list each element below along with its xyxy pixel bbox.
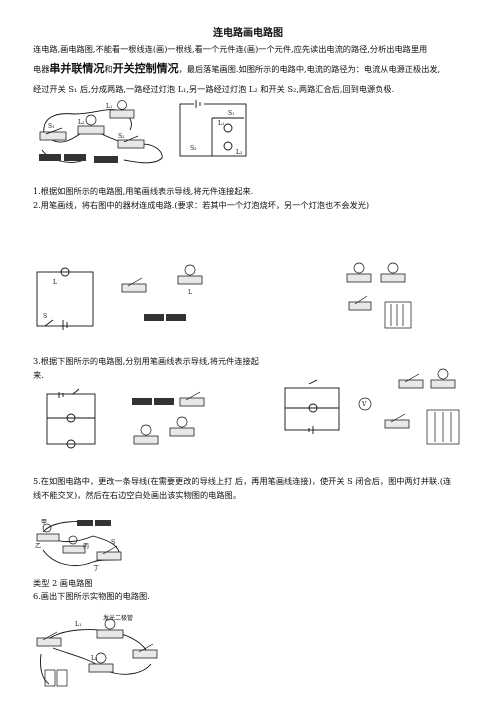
label-l1: L₁ [106,103,112,110]
physical-circuit-figure-1: S₁ L₂ L₁ S₂ [39,100,163,164]
intro-text: 和 [104,64,113,74]
question-1: 1.根据如图所示的电路图,用笔画线表示导线,将元件连接起来. [33,186,254,196]
question-5-line-2: 线不能交叉)，然后在右边空白处画出该实物图的电路图。 [33,490,241,500]
q6-physical-circuit: L₁ 发光二极管 L₂ [36,614,158,687]
question-3-line-1: 3.根据下图所示的电路图,分别用笔画线表示导线,将元件连接起 [33,356,259,366]
diagram-label-l1: L₁ [218,120,224,127]
q1-label-s: S [43,313,47,320]
question-3-line-2: 来. [33,370,44,380]
q5-label-jia: 甲 [41,519,47,526]
question-5-line-1: 5.在如图电路中，更改一条导线(在需要更改的导线上打 后，再用笔画线连接)，使开… [33,476,452,486]
q3-label-v: V [361,401,367,408]
q3-right-components: V [358,368,460,445]
intro-text: ，最后落笔画图.如图所示的电路中,电流的路径为：电流从电源正极出发, [178,64,441,74]
diagram-label-l2: L₂ [236,149,243,156]
label-s1: S₁ [48,123,55,130]
q3-right-circuit-diagram [284,379,340,434]
question-2: 2.用笔画线，将右图中的器材连成电路.(要求：若其中一个灯泡烧坏，另一个灯泡也不… [33,200,370,210]
q3-left-circuit-diagram [46,388,96,449]
question-6: 6.画出下图所示实物图的电路图. [33,591,150,601]
q6-label-led: 发光二极管 [103,614,133,622]
label-l2: L₂ [78,119,85,126]
intro-line-2: 电器串并联情况和开关控制情况，最后落笔画图.如图所示的电路中,电流的路径为：电流… [33,63,440,75]
q1-comp-label-l: L [188,289,192,296]
intro-bold-series-parallel: 串并联情况 [49,62,105,75]
intro-line-3: 经过开关 S₁ 后,分成两路,一路经过灯泡 L₁,另一路经过灯泡 L₂ 和开关 … [33,84,395,94]
diagram-label-s1: S₁ [228,110,235,117]
page-title: 连电路画电路图 [213,28,283,39]
circuit-diagram-figure-1: S₁ L₁ S₂ L₂ [179,100,247,157]
q5-label-yi: 乙 [35,543,41,550]
q6-label-l2: L₂ [91,655,98,662]
q5-label-bing: 丙 [83,543,89,550]
q5-physical-circuit: 甲 乙 丙 丁 S [35,519,122,572]
intro-line-1: 连电路,画电路图,不能看一根线连(画)一根线,看一个元件连(画)一个元件,应先读… [33,44,428,54]
label-s2: S₂ [118,133,125,140]
q5-label-s: S [111,539,115,546]
diagram-label-s2: S₂ [190,145,197,152]
q6-label-l1: L₁ [75,621,81,628]
q3-middle-components [132,391,205,445]
q1-components: L [121,264,203,321]
intro-bold-switch-control: 开关控制情况 [112,62,179,75]
q5-label-ding: 丁 [93,565,99,572]
q1-label-l: L [53,279,57,286]
q2-components [346,262,412,329]
intro-text: 电器 [33,64,50,74]
section-type-2: 类型 2 画电路图 [33,578,93,588]
q1-circuit-diagram: L S [36,267,94,330]
